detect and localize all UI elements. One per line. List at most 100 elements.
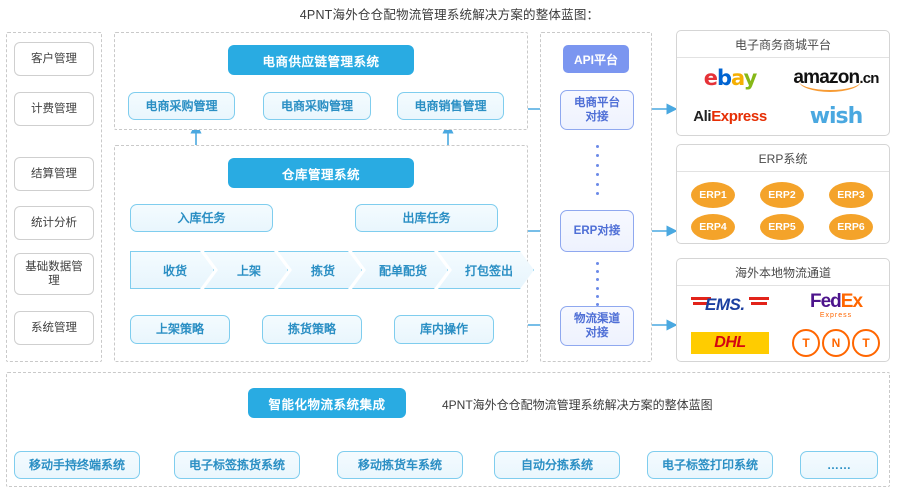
panel-logistics-channels: 海外本地物流通道 EMS. FedEx Express DHL: [676, 258, 890, 362]
api-platform-header: API平台: [563, 45, 629, 73]
bottom-item-label: 电子标签拣货系统: [188, 457, 285, 472]
connector-label: 物流渠道对接: [574, 312, 620, 339]
tnt-letter-t1: T: [792, 329, 820, 357]
erp-label: ERP6: [837, 221, 865, 233]
erp-item-1[interactable]: ERP1: [691, 182, 735, 208]
strategy-label: 上架策略: [155, 322, 204, 337]
logo-amazon: amazon.cn: [783, 58, 889, 97]
warehouse-header-label: 仓库管理系统: [281, 167, 360, 182]
bottom-item-4[interactable]: 电子标签打印系统: [647, 451, 773, 479]
sidebar-item-label: 计费管理: [31, 102, 77, 115]
strategy-picking[interactable]: 拣货策略: [262, 315, 362, 344]
connector-label: ERP对接: [573, 224, 621, 237]
panel-title: 电子商务商城平台: [677, 31, 889, 58]
bottom-header: 智能化物流系统集成: [248, 388, 406, 418]
fedex-fed: Fed: [809, 290, 842, 312]
erp-item-6[interactable]: ERP6: [829, 214, 873, 240]
task-inbound[interactable]: 入库任务: [130, 204, 273, 232]
sidebar-item-0[interactable]: 客户管理: [14, 42, 94, 76]
supply-chain-header: 电商供应链管理系统: [228, 45, 414, 75]
ebay-letter-e: e: [703, 65, 718, 90]
sidebar-item-label: 系统管理: [31, 321, 77, 334]
aliexpress-ali: Ali: [693, 108, 712, 125]
module-sales[interactable]: 电商销售管理: [397, 92, 504, 120]
sidebar-panel: [6, 32, 102, 362]
process-step-2[interactable]: 拣货: [278, 251, 362, 289]
process-step-label: 收货: [162, 263, 187, 278]
bottom-item-0[interactable]: 移动手持终端系统: [14, 451, 140, 479]
fedex-ex: Ex: [840, 290, 863, 312]
ems-stripe-icon: [693, 302, 709, 305]
sidebar-item-3[interactable]: 统计分析: [14, 206, 94, 240]
supply-chain-header-label: 电商供应链管理系统: [262, 54, 380, 69]
strategy-label: 拣货策略: [287, 322, 336, 337]
connector-erp[interactable]: ERP对接: [560, 210, 634, 252]
task-label: 出库任务: [402, 210, 451, 225]
bottom-item-3[interactable]: 自动分拣系统: [494, 451, 620, 479]
sidebar-item-label: 统计分析: [31, 216, 77, 229]
bottom-item-label: 移动手持终端系统: [28, 457, 125, 472]
bottom-item-5[interactable]: ……: [800, 451, 878, 479]
panel-title: 海外本地物流通道: [677, 259, 889, 286]
erp-label: ERP4: [699, 221, 727, 233]
erp-item-5[interactable]: ERP5: [760, 214, 804, 240]
amazon-tld: .cn: [859, 70, 879, 87]
strategy-inwarehouse[interactable]: 库内操作: [394, 315, 494, 344]
logo-ems: EMS.: [677, 286, 783, 324]
bottom-item-1[interactable]: 电子标签拣货系统: [174, 451, 300, 479]
logo-ebay: ebay: [677, 58, 783, 97]
ebay-letter-y: y: [743, 65, 758, 90]
erp-label: ERP5: [768, 221, 796, 233]
erp-item-4[interactable]: ERP4: [691, 214, 735, 240]
process-step-label: 配单配货: [378, 263, 427, 278]
tnt-letter-t2: T: [852, 329, 880, 357]
erp-label: ERP3: [837, 189, 865, 201]
module-label: 电商采购管理: [145, 98, 218, 113]
connector-ecommerce[interactable]: 电商平台对接: [560, 90, 634, 130]
ebay-letter-b: b: [716, 65, 732, 90]
ems-stripe-icon: [691, 297, 711, 300]
process-step-3[interactable]: 配单配货: [352, 251, 448, 289]
ems-stripe-icon: [751, 302, 767, 305]
task-label: 入库任务: [177, 210, 226, 225]
logo-dhl: DHL: [677, 324, 783, 362]
module-purchase-2[interactable]: 电商采购管理: [263, 92, 371, 120]
ebay-letter-a: a: [731, 65, 744, 90]
panel-ecommerce-platforms: 电子商务商城平台 ebay amazon.cn AliExpress wish: [676, 30, 890, 136]
bottom-item-label: 自动分拣系统: [520, 457, 593, 472]
aliexpress-express: Express: [711, 108, 767, 125]
panel-title: ERP系统: [677, 145, 889, 172]
dots-separator-2: [595, 262, 599, 306]
module-label: 电商销售管理: [414, 98, 487, 113]
connector-label: 电商平台对接: [574, 96, 620, 123]
erp-label: ERP1: [699, 189, 727, 201]
sidebar-item-1[interactable]: 计费管理: [14, 92, 94, 126]
sidebar-item-label: 基础数据管理: [25, 260, 83, 287]
logo-tnt: T N T: [783, 324, 889, 362]
module-label: 电商采购管理: [280, 98, 353, 113]
dhl-wordmark: DHL: [714, 334, 746, 351]
process-step-0[interactable]: 收货: [130, 251, 214, 289]
bottom-item-2[interactable]: 移动拣货车系统: [337, 451, 463, 479]
task-outbound[interactable]: 出库任务: [355, 204, 498, 232]
process-step-1[interactable]: 上架: [204, 251, 288, 289]
module-purchase-1[interactable]: 电商采购管理: [128, 92, 235, 120]
sidebar-item-5[interactable]: 系统管理: [14, 311, 94, 345]
sidebar-item-4[interactable]: 基础数据管理: [14, 253, 94, 295]
erp-item-3[interactable]: ERP3: [829, 182, 873, 208]
erp-item-2[interactable]: ERP2: [760, 182, 804, 208]
amazon-smile-icon: [799, 81, 862, 92]
page-title: 4PNT海外仓仓配物流管理系统解决方案的整体蓝图：: [299, 8, 600, 22]
bottom-header-label: 智能化物流系统集成: [268, 397, 386, 412]
connector-logistics[interactable]: 物流渠道对接: [560, 306, 634, 346]
sidebar-item-label: 客户管理: [31, 52, 77, 65]
logo-wish: wish: [783, 97, 889, 136]
dots-separator-1: [595, 145, 599, 195]
process-step-4[interactable]: 打包签出: [438, 251, 534, 289]
sidebar-item-label: 结算管理: [31, 167, 77, 180]
sidebar-item-2[interactable]: 结算管理: [14, 157, 94, 191]
tnt-letter-n: N: [822, 329, 850, 357]
fedex-subtitle: Express: [819, 311, 853, 319]
strategy-shelving[interactable]: 上架策略: [130, 315, 230, 344]
logo-aliexpress: AliExpress: [677, 97, 783, 136]
